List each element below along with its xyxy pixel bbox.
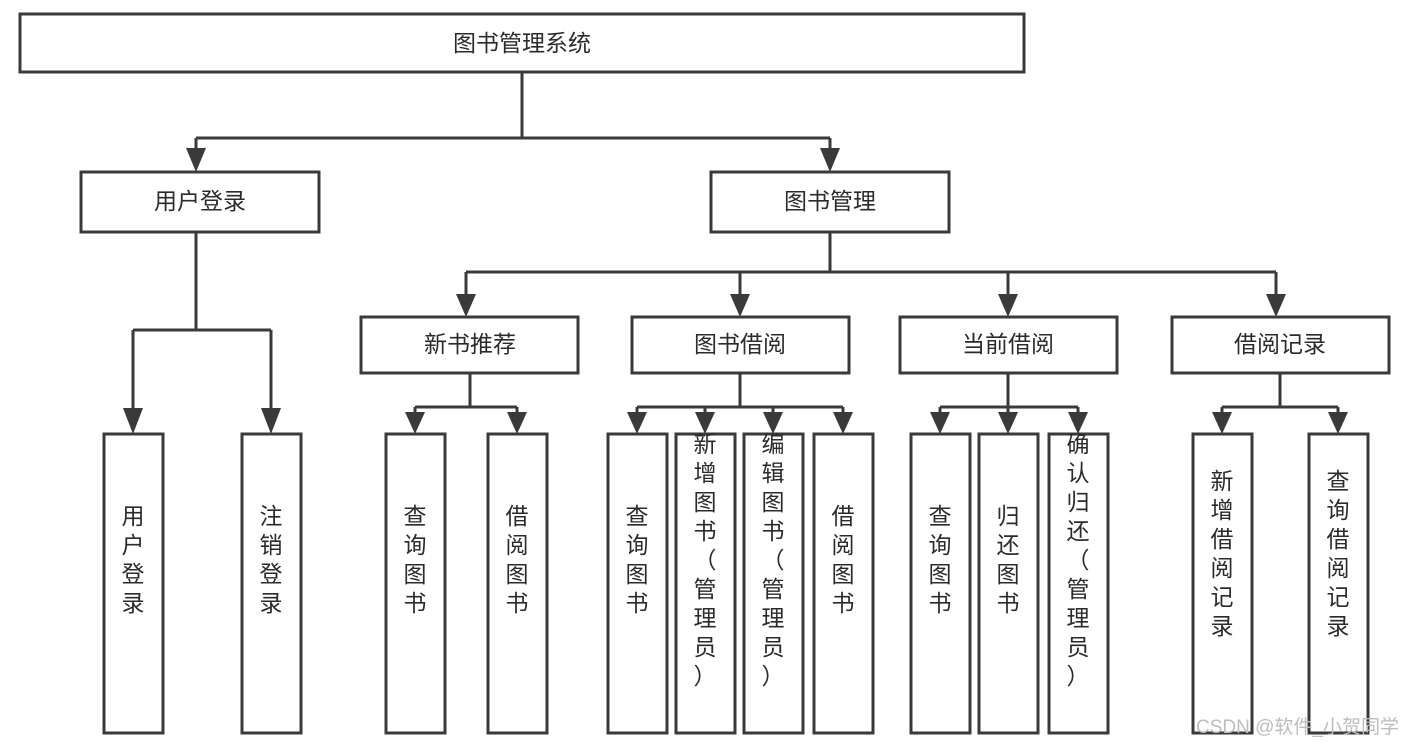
leaf-node-box xyxy=(909,432,972,735)
connectors-root-to-level2 xyxy=(186,72,840,172)
node-new-book-recommend-label: 新书推荐 xyxy=(424,331,516,357)
arrow-icon-bb-leaf-3 xyxy=(763,412,783,434)
leaf-node-box xyxy=(1307,432,1370,735)
leaf-node-label: 用户登录 xyxy=(122,503,145,616)
leaf-node-box xyxy=(812,432,875,735)
leaf-node-label: 查询图书 xyxy=(626,503,649,616)
leaf-node-label: 确认归还（管理员） xyxy=(1067,431,1090,689)
connectors-new-book-to-leaves xyxy=(405,373,527,434)
leaf-node-book-borrow-add[interactable]: 新增图书（管理员） xyxy=(674,431,737,735)
leaf-node-box xyxy=(384,432,447,735)
arrow-icon-bb-leaf-4 xyxy=(833,412,853,434)
leaf-node-box xyxy=(674,432,737,735)
arrow-icon-to-user-login xyxy=(186,148,206,172)
node-user-login-box xyxy=(79,170,321,234)
leaf-node-current-borrow-return[interactable]: 归还图书 xyxy=(977,432,1040,735)
leaf-node-label: 注销登录 xyxy=(260,503,283,616)
leaf-node-label: 编辑图书（管理员） xyxy=(762,431,785,689)
leaf-node-current-borrow-confirm[interactable]: 确认归还（管理员） xyxy=(1047,431,1110,735)
leaf-node-current-borrow-query[interactable]: 查询图书 xyxy=(909,432,972,735)
leaf-node-box xyxy=(240,432,303,735)
leaf-node-box xyxy=(1047,432,1110,735)
node-book-management[interactable]: 图书管理 xyxy=(709,170,951,234)
arrow-icon-cb-leaf-2 xyxy=(998,412,1018,434)
arrow-icon-to-current-borrow xyxy=(998,294,1018,317)
node-current-borrow-label: 当前借阅 xyxy=(962,331,1054,357)
node-root-label: 图书管理系统 xyxy=(453,30,591,56)
arrow-icon-bb-leaf-1 xyxy=(627,412,647,434)
leaf-node-label: 借阅图书 xyxy=(506,503,529,616)
connectors-user-login-to-leaves xyxy=(123,232,281,434)
leaf-node-book-borrow-query[interactable]: 查询图书 xyxy=(606,432,669,735)
leaf-node-box xyxy=(486,432,549,735)
node-current-borrow-box xyxy=(898,315,1119,375)
node-root-system[interactable]: 图书管理系统 xyxy=(18,12,1026,74)
arrow-icon-to-book-borrow xyxy=(730,294,750,317)
leaf-node-box xyxy=(102,432,165,735)
leaf-node-box xyxy=(606,432,669,735)
leaf-node-book-borrow-edit[interactable]: 编辑图书（管理员） xyxy=(742,431,805,735)
leaf-node-book-borrow-lend[interactable]: 借阅图书 xyxy=(812,432,875,735)
node-book-borrow[interactable]: 图书借阅 xyxy=(630,315,851,375)
leaf-node-label: 新增借阅记录 xyxy=(1211,468,1234,639)
arrow-icon-br-leaf-2 xyxy=(1328,412,1348,434)
node-book-borrow-box xyxy=(630,315,851,375)
arrow-icon-nb-leaf-2 xyxy=(507,412,527,434)
arrow-icon-ul-leaf-2 xyxy=(261,408,281,434)
leaf-node-new-book-borrow[interactable]: 借阅图书 xyxy=(486,432,549,735)
connectors-book-mgmt-to-level3 xyxy=(456,232,1286,317)
leaf-node-borrow-record-query[interactable]: 查询借阅记录 xyxy=(1307,432,1370,735)
node-user-login[interactable]: 用户登录 xyxy=(79,170,321,234)
node-new-book-recommend[interactable]: 新书推荐 xyxy=(359,315,580,375)
arrow-icon-cb-leaf-1 xyxy=(930,412,950,434)
node-borrow-record-label: 借阅记录 xyxy=(1234,331,1326,357)
node-borrow-record[interactable]: 借阅记录 xyxy=(1170,315,1391,375)
leaf-node-label: 查询图书 xyxy=(929,503,952,616)
watermark-label: CSDN @软件_小贺同学 xyxy=(1196,716,1399,738)
node-user-login-label: 用户登录 xyxy=(154,188,246,214)
node-borrow-record-box xyxy=(1170,315,1391,375)
leaf-node-label: 查询图书 xyxy=(404,503,427,616)
connectors-borrow-record-to-leaves xyxy=(1212,373,1348,434)
arrow-icon-to-book-mgmt xyxy=(820,148,840,172)
connectors-book-borrow-to-leaves xyxy=(627,373,853,434)
leaf-node-label: 查询借阅记录 xyxy=(1327,468,1350,639)
arrow-icon-nb-leaf-1 xyxy=(405,412,425,434)
leaf-node-new-book-query[interactable]: 查询图书 xyxy=(384,432,447,735)
arrow-icon-bb-leaf-2 xyxy=(695,412,715,434)
arrow-icon-ul-leaf-1 xyxy=(123,408,143,434)
arrow-icon-to-borrow-record xyxy=(1266,294,1286,317)
leaf-node-label: 新增图书（管理员） xyxy=(694,431,717,689)
node-root-box xyxy=(18,12,1026,74)
arrow-icon-br-leaf-1 xyxy=(1212,412,1232,434)
leaf-node-user-login-logout[interactable]: 注销登录 xyxy=(240,432,303,735)
leaf-node-user-login-login[interactable]: 用户登录 xyxy=(102,432,165,735)
node-new-book-recommend-box xyxy=(359,315,580,375)
leaf-node-box xyxy=(742,432,805,735)
node-current-borrow[interactable]: 当前借阅 xyxy=(898,315,1119,375)
connectors-current-borrow-to-leaves xyxy=(930,373,1088,434)
leaf-node-label: 归还图书 xyxy=(997,503,1020,616)
node-book-management-label: 图书管理 xyxy=(784,188,876,214)
node-book-borrow-label: 图书借阅 xyxy=(694,331,786,357)
leaf-node-box xyxy=(977,432,1040,735)
arrow-icon-cb-leaf-3 xyxy=(1068,412,1088,434)
arrow-icon-to-new-book xyxy=(456,294,476,317)
leaf-node-borrow-record-add[interactable]: 新增借阅记录 xyxy=(1191,432,1254,735)
node-book-management-box xyxy=(709,170,951,234)
leaf-node-box xyxy=(1191,432,1254,735)
leaf-node-label: 借阅图书 xyxy=(832,503,855,616)
